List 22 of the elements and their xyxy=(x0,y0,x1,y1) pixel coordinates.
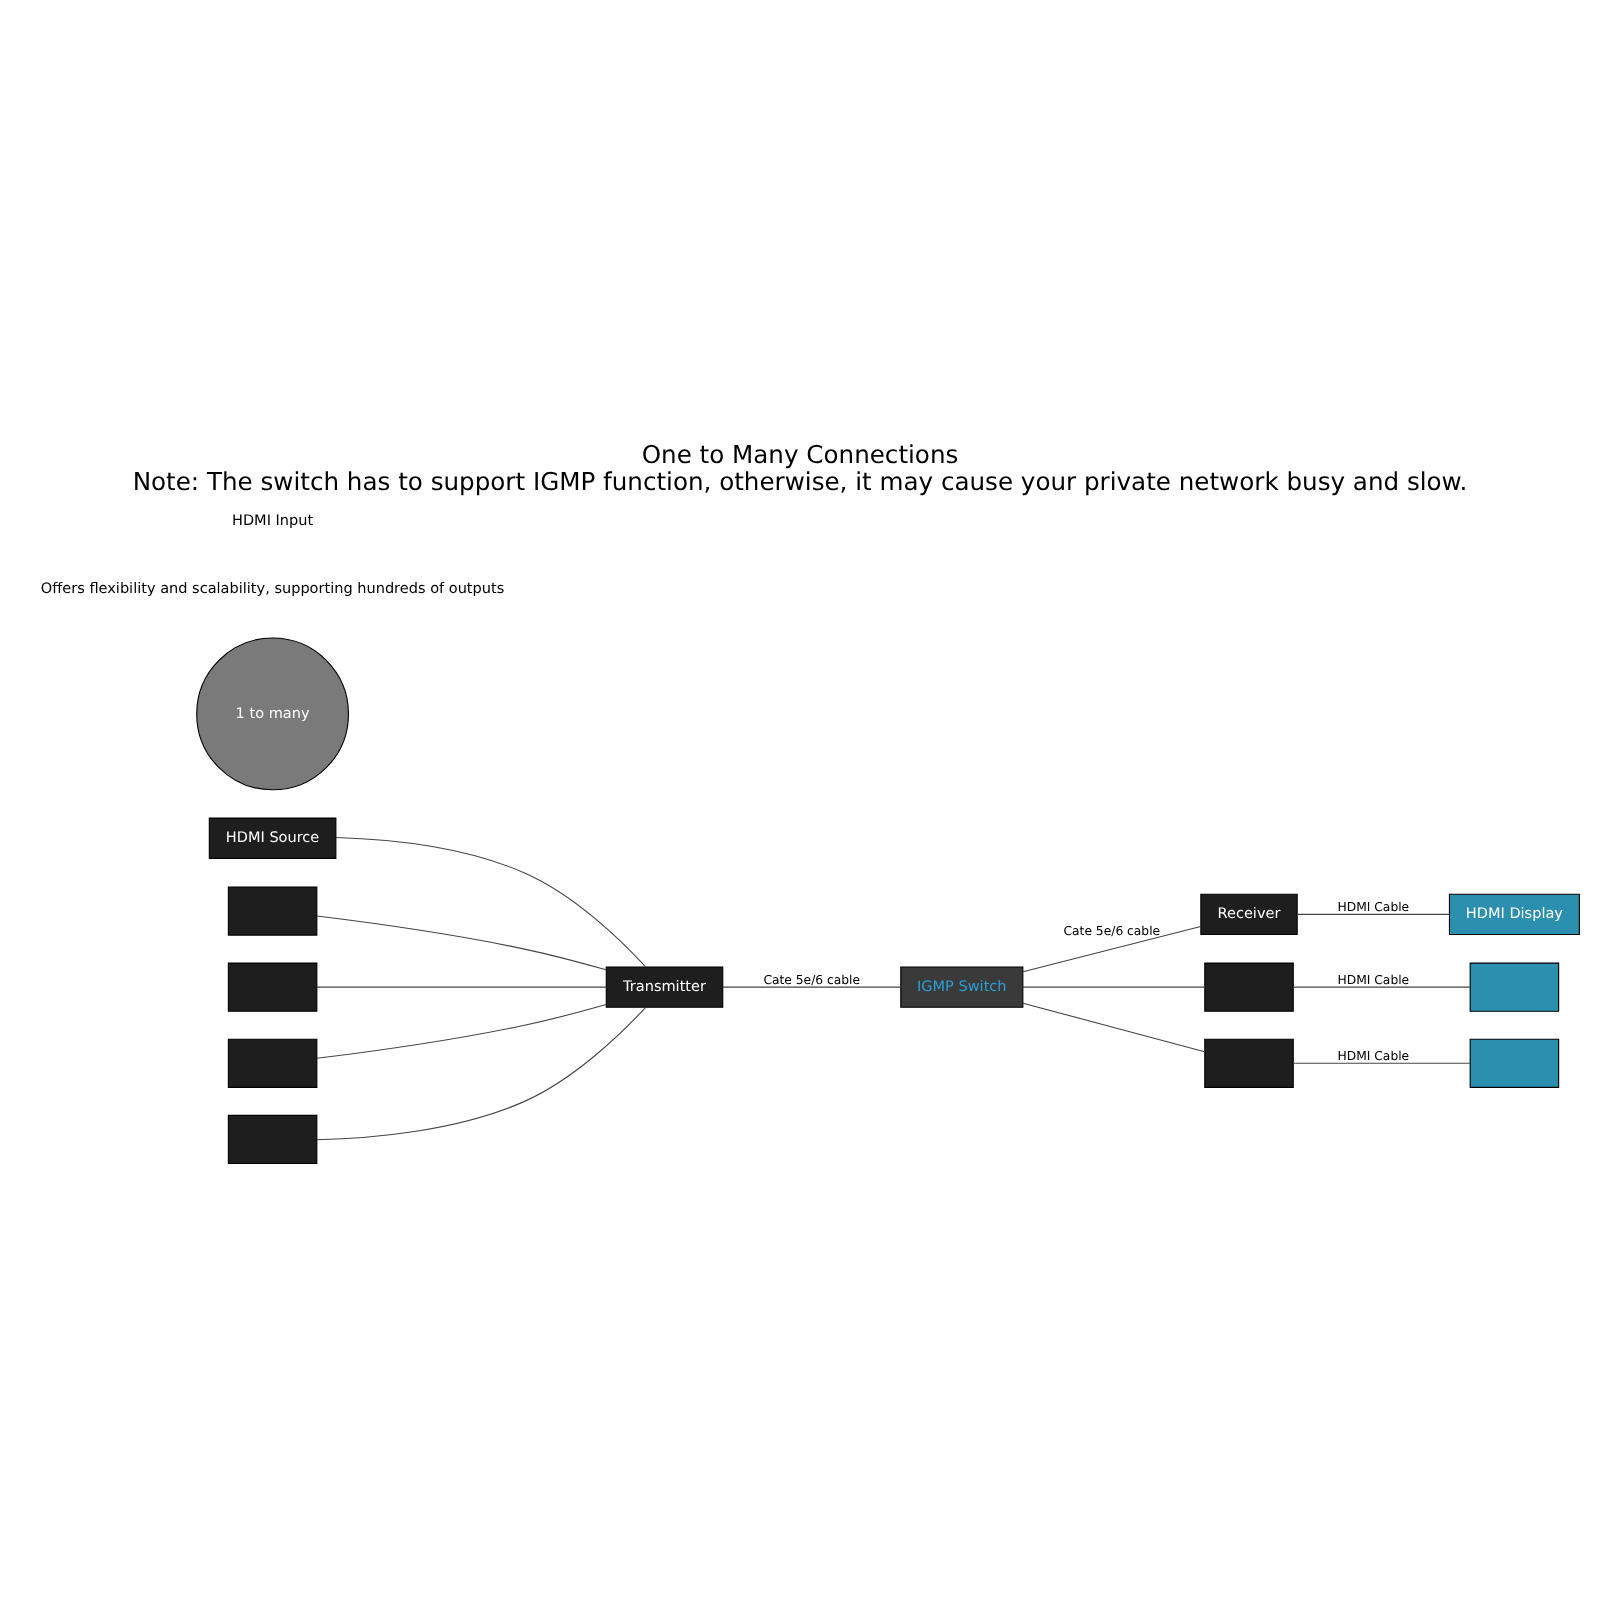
connector xyxy=(1296,912,1450,914)
connector xyxy=(1292,985,1471,987)
node-box xyxy=(227,885,318,935)
node-box xyxy=(1469,961,1560,1011)
connector xyxy=(722,985,902,987)
connector xyxy=(1022,1001,1206,1052)
connector xyxy=(316,1002,607,1058)
caption: Note: The switch has to support IGMP function, otherwise, it may cause your private network busy and slow. xyxy=(132,466,1468,495)
node-box xyxy=(227,1037,318,1087)
connector xyxy=(335,836,647,967)
connector xyxy=(1022,924,1202,972)
diagram-title: One to Many Connections xyxy=(641,439,959,468)
node-box xyxy=(1469,1037,1560,1087)
connector xyxy=(316,914,607,970)
node-box xyxy=(227,1113,318,1164)
connector xyxy=(1292,1061,1471,1063)
connector xyxy=(1022,985,1206,987)
node-box xyxy=(1204,961,1294,1011)
connector xyxy=(316,1006,646,1140)
node-box xyxy=(1204,1037,1294,1087)
node-box xyxy=(227,961,318,1011)
connector xyxy=(316,985,607,987)
